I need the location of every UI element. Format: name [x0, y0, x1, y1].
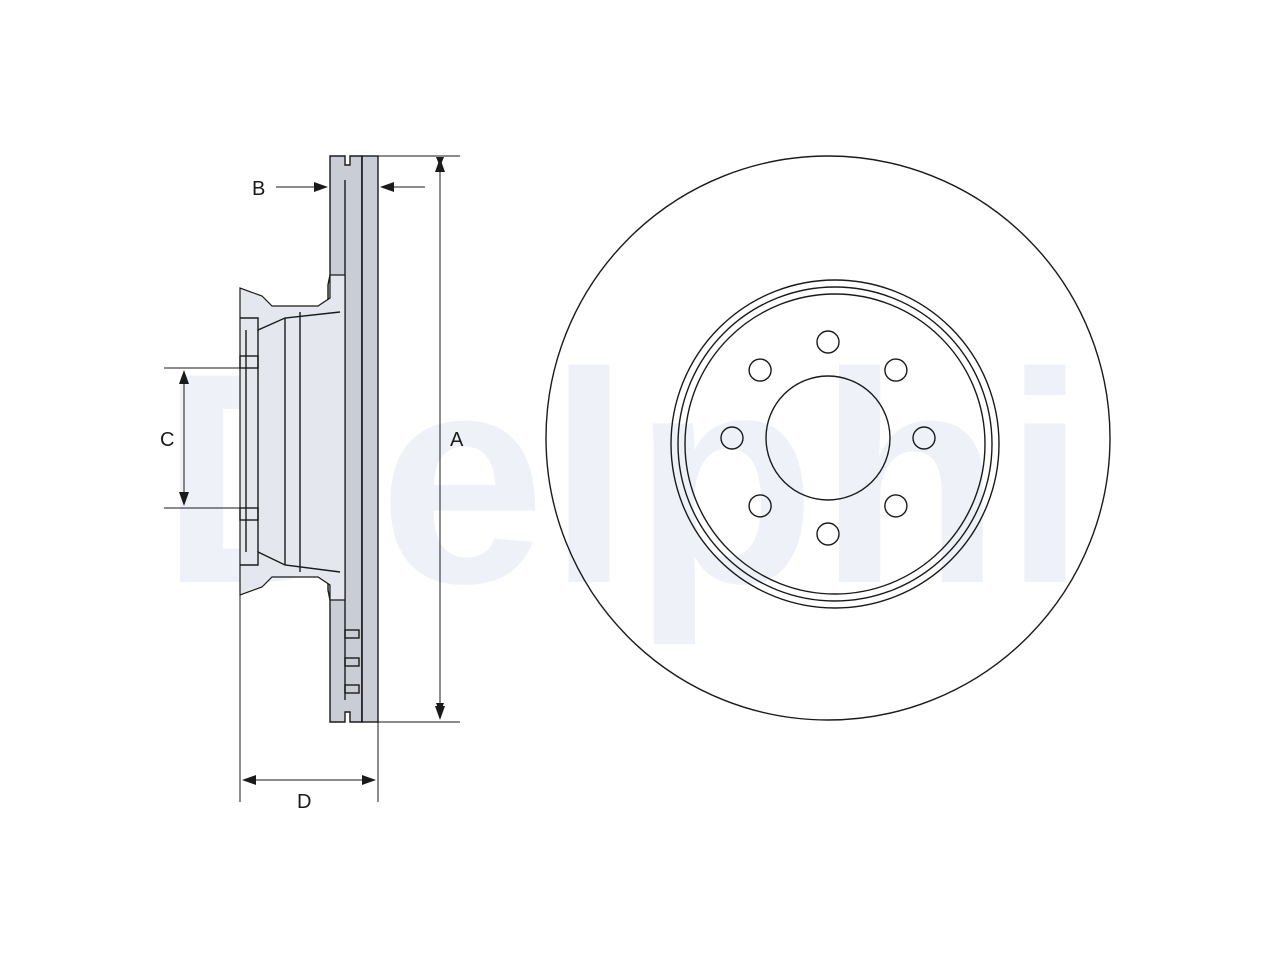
dimension-c: C [160, 367, 258, 509]
hat-outer-ring [670, 279, 1000, 609]
vent-slot-2 [344, 657, 360, 667]
hat-face-ring [684, 293, 986, 595]
bolt-hole [884, 494, 908, 518]
dimension-d: D [239, 595, 379, 813]
dimension-label-c: C [160, 429, 174, 451]
bolt-hole [748, 358, 772, 382]
bolt-hole [720, 426, 744, 450]
bolt-hole [748, 494, 772, 518]
vent-slot-1 [344, 629, 360, 639]
side-section-view [239, 155, 379, 723]
disc-outer-edge [545, 155, 1111, 721]
bolt-hole [816, 522, 840, 546]
bolt-hole [912, 426, 936, 450]
center-bore [765, 375, 891, 501]
dimension-b: B [252, 178, 425, 200]
dimension-label-a: A [450, 429, 464, 451]
bolt-hole [884, 358, 908, 382]
front-view [545, 155, 1111, 721]
dimension-a: A [378, 155, 464, 723]
vent-slot-3 [344, 684, 360, 694]
hub-section [239, 274, 346, 601]
dimension-label-d: D [297, 791, 311, 813]
right-friction-plate [361, 155, 379, 723]
hat-inner-ring [677, 286, 993, 602]
bolt-hole-pattern [720, 330, 936, 546]
bolt-hole [816, 330, 840, 354]
dimension-label-b: B [252, 178, 265, 200]
